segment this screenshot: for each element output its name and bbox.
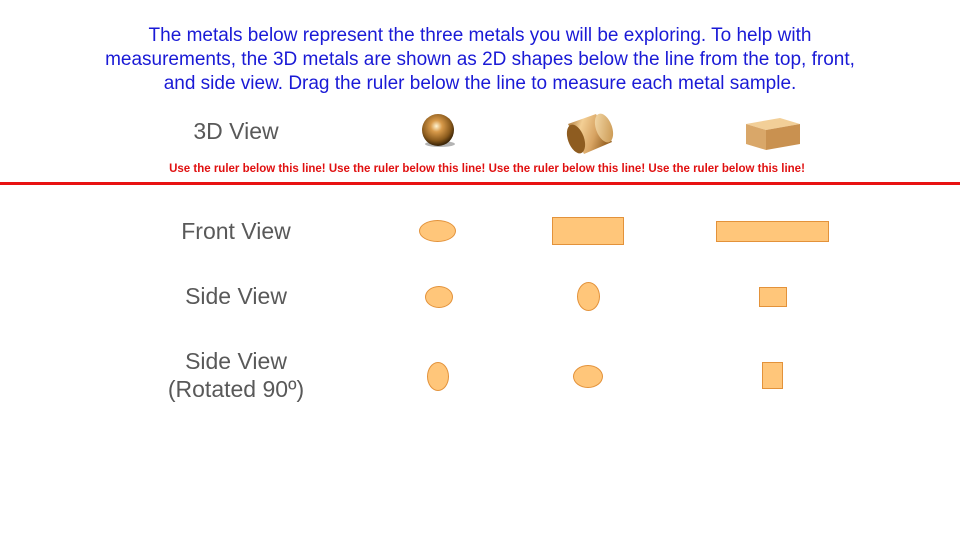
side-view-rotated-label-line2: (Rotated 90º) <box>167 376 305 402</box>
side-view-rotated-label-line1: Side View <box>185 348 287 374</box>
3d-view-label: 3D View <box>193 118 279 144</box>
cylinder-side-view-shape[interactable] <box>577 282 600 311</box>
ruler-divider-line <box>0 182 960 185</box>
cylinder-side-rotated-shape[interactable] <box>573 365 603 388</box>
cylinder-front-view-shape[interactable] <box>552 217 624 245</box>
front-view-label: Front View <box>181 218 291 244</box>
side-view-rotated-label: Side View (Rotated 90º) <box>136 347 336 403</box>
sphere-front-view-shape[interactable] <box>419 220 456 242</box>
sphere-3d-image <box>422 114 455 147</box>
block-side-view-shape[interactable] <box>759 287 787 307</box>
cylinder-3d-image <box>566 113 614 154</box>
block-side-rotated-shape[interactable] <box>762 362 783 389</box>
sphere-side-view-shape[interactable] <box>425 286 453 308</box>
instructions-text: The metals below represent the three met… <box>105 25 855 94</box>
sphere-side-rotated-shape[interactable] <box>427 362 449 391</box>
side-view-label: Side View <box>185 283 287 309</box>
ruler-warning-text: Use the ruler below this line! Use the r… <box>169 163 805 175</box>
block-3d-image <box>746 118 800 150</box>
block-front-view-shape[interactable] <box>716 221 829 242</box>
